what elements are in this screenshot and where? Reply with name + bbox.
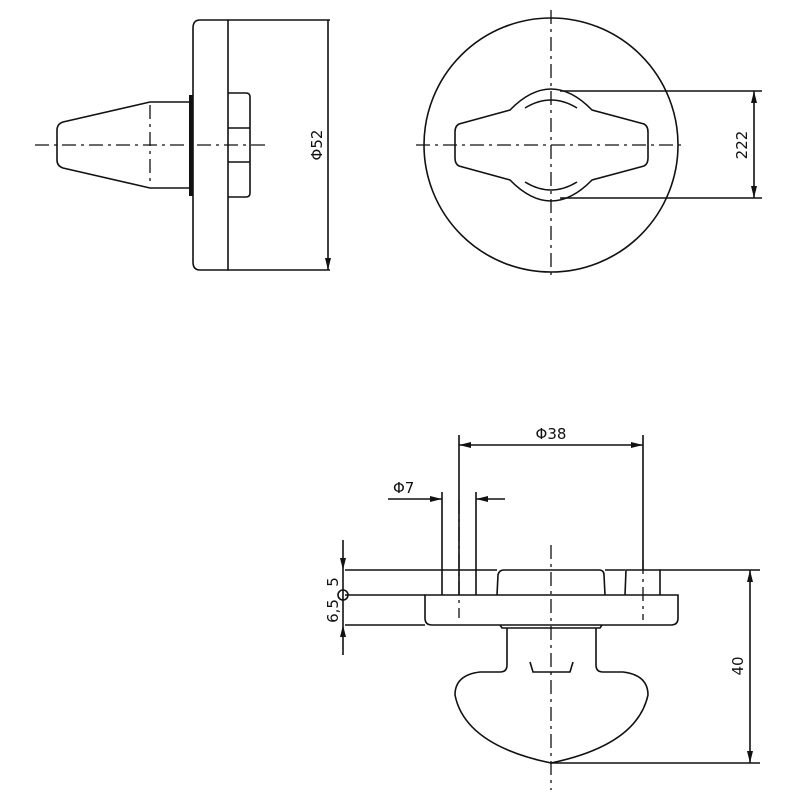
bottom-base-plate: [424, 594, 679, 626]
dimension-diameter-7: Φ7: [393, 479, 414, 497]
dimension-diameter-52: Φ52: [308, 130, 326, 161]
side-view: Φ52: [35, 19, 331, 271]
dim-origin-marker: [337, 589, 349, 601]
front-turn-knob: [454, 88, 649, 202]
side-extension-lines: [228, 19, 330, 271]
dimension-plate-6-5: 6,5: [324, 599, 342, 623]
dimension-height-222: 222: [733, 131, 751, 160]
bottom-vertical-extension-lines: [441, 435, 644, 595]
bottom-extension-lines: [345, 569, 760, 764]
side-flange: [192, 19, 229, 271]
dimension-diameter-38: Φ38: [536, 425, 567, 443]
dimension-boss-5: 5: [324, 577, 342, 587]
dimension-total-40: 40: [729, 656, 747, 675]
bottom-view: Φ38 Φ7 5 6,5 40: [324, 425, 760, 790]
front-extension-lines: [560, 90, 762, 199]
bottom-center-boss: [496, 569, 606, 596]
front-view: 222: [416, 10, 762, 280]
side-hub: [228, 92, 251, 198]
